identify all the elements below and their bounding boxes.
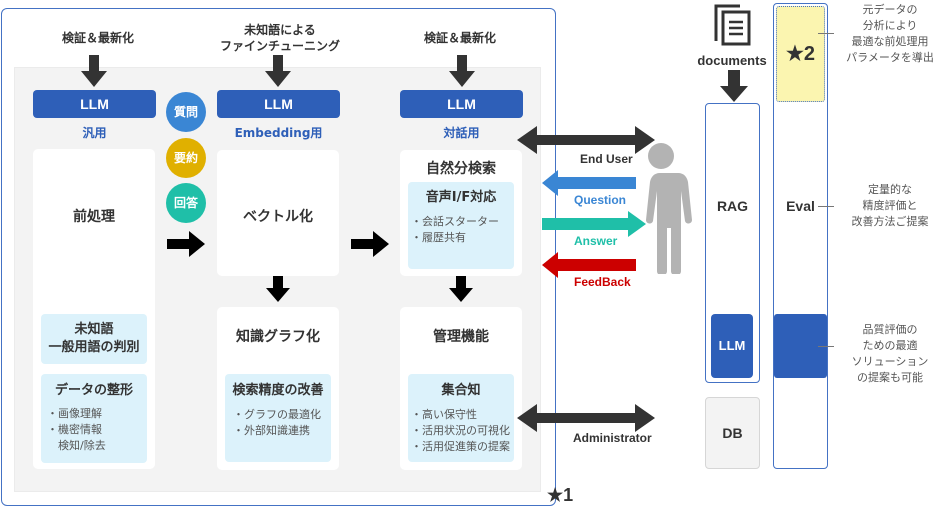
administrator-label: Administrator — [573, 431, 652, 445]
leader-line — [818, 346, 834, 347]
end-user-double-arrow-icon — [517, 126, 655, 154]
question-arrow-icon — [542, 170, 636, 196]
summary-circle: 要約 — [166, 138, 206, 178]
bullet: ・活用促進策の提案 — [411, 440, 510, 453]
answer-circle: 回答 — [166, 183, 206, 223]
note-evaluation: 定量的な 精度評価と 改善方法ご提案 — [851, 183, 929, 228]
question-circle: 質問 — [166, 92, 206, 132]
voice-if-title: 音声I/F対応 — [425, 190, 497, 205]
vectorize-title: ベクトル化 — [243, 209, 313, 225]
question-label: Question — [574, 193, 627, 207]
llm-dialog-bar: LLM — [400, 90, 523, 118]
data-format-card — [41, 374, 147, 463]
voice-if-card — [408, 182, 514, 269]
down-arrow-icon — [81, 55, 107, 87]
collective-knowledge-title: 集合知 — [441, 383, 481, 398]
collective-knowledge-card — [408, 374, 514, 462]
knowledge-graph-title: 知識グラフ化 — [236, 329, 320, 345]
user-figure-icon — [644, 143, 692, 274]
answer-arrow-icon — [542, 211, 646, 237]
bullet: ・外部知識連携 — [233, 424, 310, 437]
data-format-title: データの整形 — [54, 383, 133, 398]
bullet: ・機密情報 — [47, 423, 102, 436]
star1-label: ★1 — [547, 485, 574, 505]
llm-embedding-sub: Embedding用 — [234, 126, 323, 140]
documents-icon — [714, 4, 751, 46]
bullet: ・履歴共有 — [411, 231, 466, 244]
documents-label: documents — [697, 53, 767, 68]
llm-dialog-sub: 対話用 — [443, 126, 480, 140]
leader-line — [818, 33, 834, 34]
note-preprocess: 元データの 分析により 最適な前処理用 パラメータを導出 — [846, 3, 934, 64]
eval-label: Eval — [786, 198, 815, 214]
unknown-word-card — [41, 314, 147, 364]
bullet: ・グラフの最適化 — [233, 408, 321, 421]
feedback-label: FeedBack — [574, 275, 631, 289]
rag-llm-block: LLM — [711, 314, 753, 378]
column2-top-label: 未知語による ファインチューニング — [219, 23, 340, 53]
vectorize-card — [217, 150, 339, 276]
right-arrow-icon — [167, 231, 205, 257]
bullet: ・会話スターター — [411, 215, 499, 228]
rag-label: RAG — [716, 198, 749, 214]
down-arrow-icon — [449, 55, 475, 87]
note-quality: 品質評価の ための最適 ソリューション の提案も可能 — [851, 323, 929, 384]
bullet: 検知/除去 — [47, 439, 106, 452]
natural-search-title: 自然分検索 — [426, 161, 496, 177]
management-title: 管理機能 — [433, 329, 489, 345]
unknown-word-title: 未知語 一般用語の判別 — [48, 322, 140, 355]
column3-top-label: 検証＆最新化 — [423, 31, 496, 45]
preprocess-title: 前処理 — [73, 209, 115, 225]
down-arrow-icon — [720, 70, 748, 102]
bullet: ・高い保守性 — [411, 408, 477, 421]
column1-top-label: 検証＆最新化 — [61, 31, 134, 45]
down-arrow-icon — [449, 276, 473, 302]
feedback-arrow-icon — [542, 252, 636, 278]
right-arrow-icon — [351, 231, 389, 257]
llm-general-bar: LLM — [33, 90, 156, 118]
leader-line — [818, 206, 834, 207]
star2-block: ★2 — [776, 6, 825, 102]
down-arrow-icon — [265, 55, 291, 87]
search-accuracy-card — [225, 374, 331, 462]
answer-label: Answer — [574, 234, 618, 248]
end-user-label: End User — [580, 152, 633, 166]
llm-embedding-bar: LLM — [217, 90, 340, 118]
down-arrow-icon — [266, 276, 290, 302]
bullet: ・画像理解 — [47, 407, 102, 420]
bullet: ・活用状況の可視化 — [411, 424, 510, 437]
llm-general-sub: 汎用 — [82, 126, 107, 140]
search-accuracy-title: 検索精度の改善 — [232, 383, 324, 398]
administrator-double-arrow-icon — [517, 404, 655, 432]
db-box: DB — [705, 397, 760, 469]
